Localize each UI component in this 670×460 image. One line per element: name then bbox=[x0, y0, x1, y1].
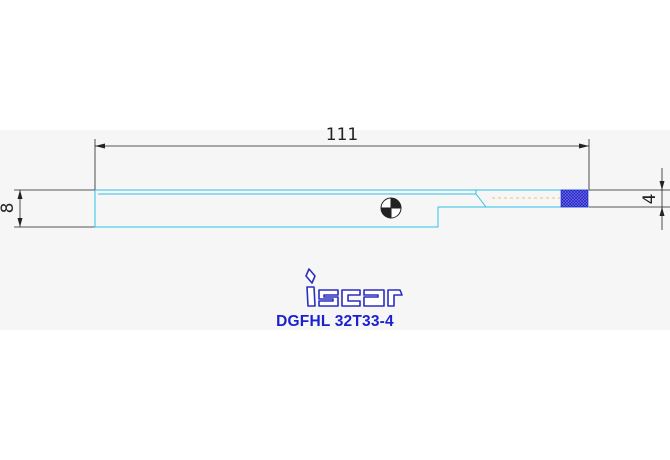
logo-r bbox=[387, 289, 403, 307]
logo-c bbox=[341, 289, 361, 307]
iscar-logo bbox=[305, 268, 403, 307]
length-dimension-value: 111 bbox=[326, 125, 358, 145]
insert-tip bbox=[560, 189, 589, 208]
length-dimension: 111 bbox=[94, 125, 590, 190]
logo-i-dot bbox=[305, 268, 316, 284]
logo-a bbox=[363, 289, 385, 307]
logo-i-stem bbox=[306, 286, 316, 307]
blade-body-edge bbox=[94, 190, 589, 228]
blade-outline bbox=[94, 189, 589, 228]
blade-inner-line bbox=[98, 193, 487, 208]
arrow-up-icon bbox=[659, 207, 665, 216]
arrow-right-icon bbox=[579, 143, 589, 149]
center-of-gravity-icon bbox=[380, 197, 402, 219]
arrow-down-icon bbox=[659, 181, 665, 190]
height-left-value: 8 bbox=[0, 203, 18, 214]
height-right-value: 4 bbox=[640, 194, 660, 205]
height-dimension-right: 4 bbox=[589, 168, 670, 230]
arrow-up-icon bbox=[17, 190, 23, 199]
arrow-down-icon bbox=[17, 218, 23, 227]
arrow-left-icon bbox=[95, 143, 105, 149]
height-dimension-left: 8 bbox=[0, 189, 95, 228]
part-number-caption: DGFHL 32T33-4 bbox=[276, 313, 394, 330]
logo-s bbox=[318, 289, 339, 307]
insert-mesh bbox=[560, 189, 589, 208]
